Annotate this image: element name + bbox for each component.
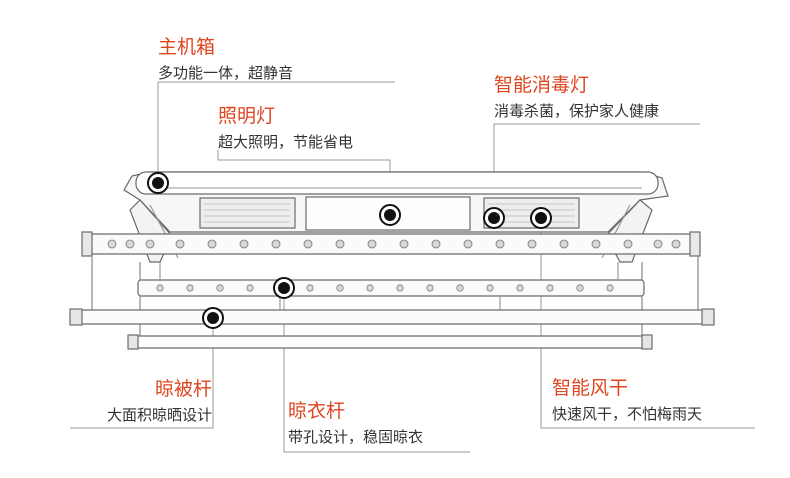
host-box-title: 主机箱 <box>158 36 216 58</box>
air-dry-title: 智能风干 <box>552 377 629 399</box>
uv-lamp-desc: 消毒杀菌，保护家人健康 <box>494 102 660 120</box>
dot-air-dry <box>530 207 552 229</box>
dot-cloth-rod <box>273 277 295 299</box>
rod-holes-back <box>156 284 614 292</box>
label-host-box: 主机箱 多功能一体，超静音 <box>158 36 293 82</box>
leader-quilt-rod <box>70 318 214 429</box>
left-vent-panel <box>199 197 296 229</box>
rack-sketch <box>69 171 715 350</box>
light-title: 照明灯 <box>218 105 276 127</box>
dot-uv-lamp <box>483 207 505 229</box>
label-light: 照明灯 超大照明，节能省电 <box>218 105 353 151</box>
light-desc: 超大照明，节能省电 <box>218 133 354 151</box>
label-air-dry: 智能风干 快速风干，不怕梅雨天 <box>552 377 702 423</box>
label-uv-lamp: 智能消毒灯 消毒杀菌，保护家人健康 <box>494 74 659 120</box>
label-cloth-rod: 晾衣杆 带孔设计，稳固晾衣 <box>288 400 423 446</box>
dot-quilt-rod <box>202 307 224 329</box>
cloth-rod-title: 晾衣杆 <box>288 400 346 422</box>
cloth-rod-desc: 带孔设计，稳固晾衣 <box>288 428 424 446</box>
host-box-desc: 多功能一体，超静音 <box>158 64 294 82</box>
rod-holes-front <box>107 239 681 249</box>
quilt-rod-title: 晾被杆 <box>154 378 212 400</box>
bottom-rod <box>131 335 649 349</box>
quilt-rod <box>75 309 709 325</box>
leader-host-box <box>157 81 395 183</box>
uv-lamp-title: 智能消毒灯 <box>494 74 590 96</box>
dot-host-box <box>147 172 169 194</box>
air-dry-desc: 快速风干，不怕梅雨天 <box>552 405 703 423</box>
label-quilt-rod: 晾被杆 大面积晾晒设计 <box>107 378 212 424</box>
quilt-rod-desc: 大面积晾晒设计 <box>106 406 212 424</box>
callout-dots <box>147 172 552 329</box>
cloth-rod-back <box>137 279 645 297</box>
host-box-top-bar <box>135 171 659 195</box>
dot-light <box>379 204 401 226</box>
